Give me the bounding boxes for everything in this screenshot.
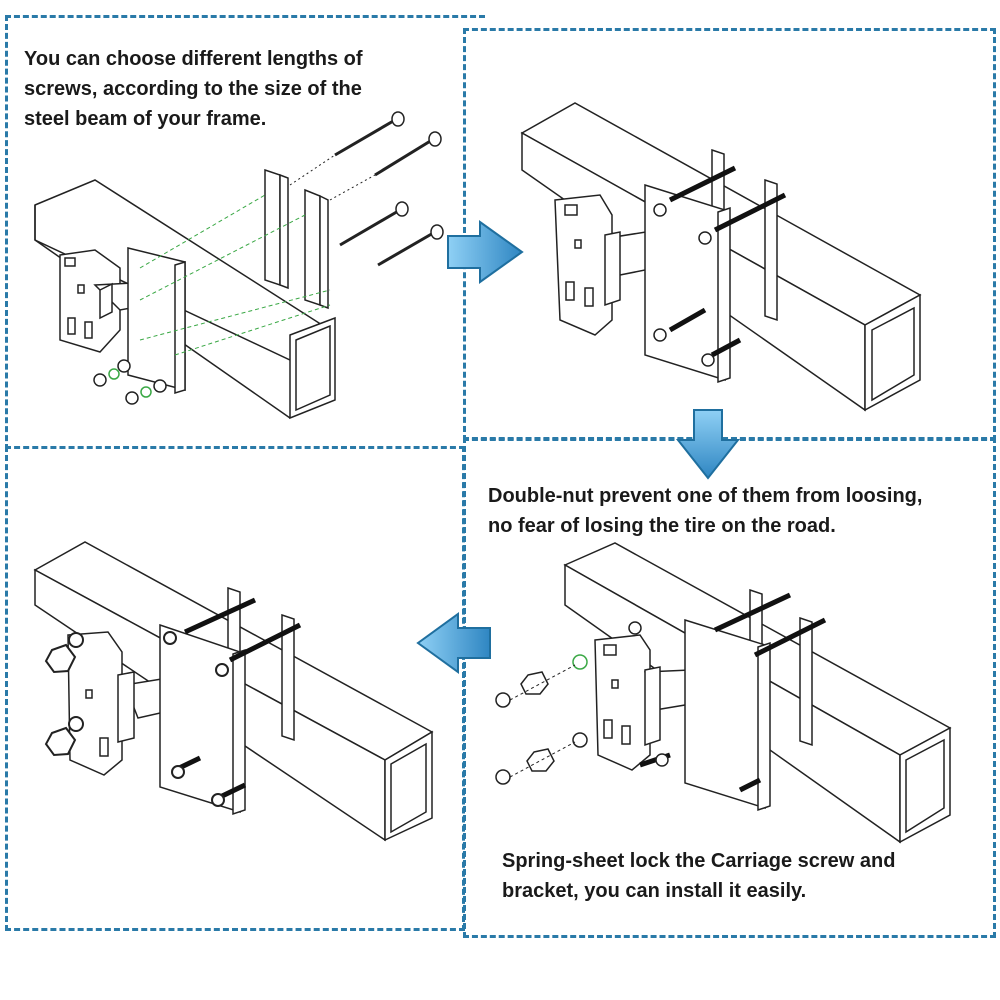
step-4-panel bbox=[5, 446, 465, 931]
nuts-and-washers bbox=[495, 621, 669, 785]
mounting-plate bbox=[554, 194, 613, 336]
step-3-caption: Spring-sheet lock the Carriage screw and… bbox=[502, 846, 972, 906]
u-channel-2 bbox=[304, 188, 321, 307]
carriage-bolts bbox=[668, 165, 787, 358]
arrow-right-icon bbox=[447, 220, 524, 284]
double-nuts bbox=[44, 631, 229, 807]
exploded-view-drawing bbox=[34, 111, 444, 420]
step-2-caption: Double-nut prevent one of them from loos… bbox=[488, 481, 988, 541]
assembled-view-drawing bbox=[520, 102, 922, 412]
mounting-plate bbox=[594, 634, 651, 771]
u-channel-back-2 bbox=[281, 613, 295, 742]
arrow-down-icon bbox=[675, 409, 741, 480]
u-bracket-front bbox=[684, 618, 766, 810]
u-channel-back-2 bbox=[799, 616, 813, 747]
caption-line: screws, according to the size of the bbox=[24, 78, 362, 100]
caption-line: Double-nut prevent one of them from loos… bbox=[488, 485, 923, 507]
nuts-and-washers bbox=[93, 359, 167, 405]
step-1-panel bbox=[5, 15, 485, 450]
caption-line: no fear of losing the tire on the road. bbox=[488, 515, 836, 537]
arrow-left-icon bbox=[416, 612, 491, 674]
u-bracket-front bbox=[159, 623, 241, 814]
caption-line: bracket, you can install it easily. bbox=[502, 880, 807, 902]
carriage-bolts bbox=[334, 118, 436, 267]
caption-line: You can choose different lengths of bbox=[24, 48, 363, 70]
final-assembly-drawing bbox=[33, 541, 434, 842]
step-1-caption: You can choose different lengths of scre… bbox=[24, 44, 444, 134]
caption-line: steel beam of your frame. bbox=[24, 108, 267, 130]
mounting-plate bbox=[67, 631, 123, 776]
caption-line: Spring-sheet lock the Carriage screw and bbox=[502, 850, 896, 872]
carriage-bolts bbox=[639, 592, 827, 793]
double-nut-drawing bbox=[495, 542, 952, 844]
alignment-guides bbox=[139, 194, 331, 356]
u-channel-1 bbox=[264, 168, 281, 287]
u-channel-back-2 bbox=[764, 178, 778, 322]
